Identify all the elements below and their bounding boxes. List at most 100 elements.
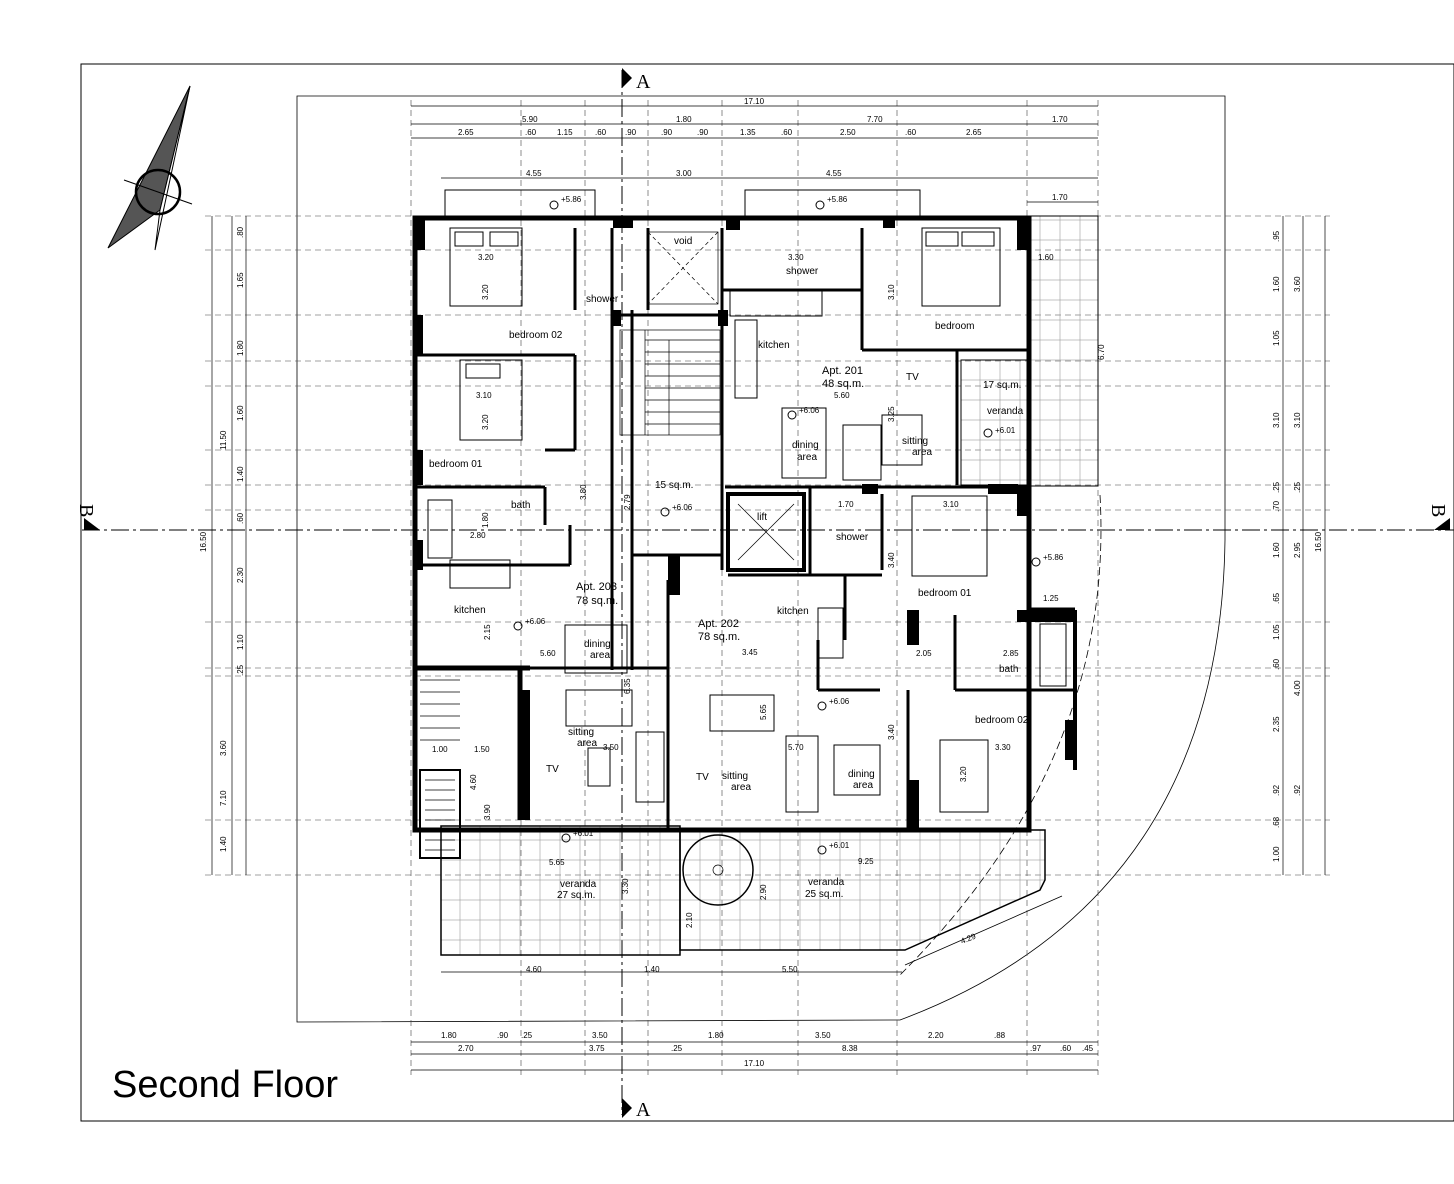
dim-int-22: 3.10 <box>943 500 959 509</box>
right-dimension-lines <box>1282 216 1326 875</box>
dim-right-in-5: .70 <box>1272 500 1281 512</box>
dim-int-3: 3.20 <box>481 414 490 430</box>
dim-right-in-12: .68 <box>1272 816 1281 828</box>
dim-left-in-3: 1.60 <box>236 405 245 421</box>
dim-bot-sub-0: 4.60 <box>526 965 542 974</box>
dim-right-in-2: 1.05 <box>1272 330 1281 346</box>
dim-int-20: 3.25 <box>887 406 896 422</box>
dim-right-in-9: .60 <box>1272 658 1281 670</box>
sheet-border <box>80 63 1454 1122</box>
dim-int-6: 3.80 <box>579 484 588 500</box>
label-dining-201: dining <box>792 440 819 451</box>
dim-int-26: 2.05 <box>916 649 932 658</box>
dim-int-0: 3.20 <box>478 253 494 262</box>
label-veranda-17: 17 sq.m. <box>983 380 1021 391</box>
dim-right-in-10: 2.35 <box>1272 716 1281 732</box>
dim-int-40: 1.70 <box>838 500 854 509</box>
dim-top-r2-11: 2.65 <box>966 128 982 137</box>
section-label-b-left: B <box>75 504 97 517</box>
level-606-c: +6.06 <box>525 617 546 626</box>
label-bedroom01-203: bedroom 01 <box>429 459 483 470</box>
dim-left-in-8: .25 <box>236 664 245 676</box>
furniture-living <box>449 289 923 813</box>
dim-int-41: 1.25 <box>1043 594 1059 603</box>
label-bath-202: bath <box>999 664 1018 675</box>
dim-int-30: 3.40 <box>887 724 896 740</box>
dim-right-outer: 16.50 <box>1314 531 1323 552</box>
level-586-a: +5.86 <box>561 195 582 204</box>
apt-202-name: Apt. 202 <box>698 618 739 630</box>
dim-top-r2-4: .90 <box>625 128 637 137</box>
label-bedroom-201: bedroom <box>935 321 974 332</box>
level-markers: +5.86 +5.86 +6.06 +6.01 +6.06 +5.86 +6.0… <box>513 195 1064 855</box>
section-label-a-top: A <box>636 71 651 93</box>
level-586-b: +5.86 <box>827 195 848 204</box>
dim-top-r3-0: 4.55 <box>526 169 542 178</box>
dim-left-outer-1: 16.50 <box>199 531 208 552</box>
dim-bot-r2-3: 8.38 <box>842 1044 858 1053</box>
section-marker-b-left <box>84 518 100 530</box>
dim-top-r2-9: 2.50 <box>840 128 856 137</box>
apt-201-name: Apt. 201 <box>822 365 863 377</box>
dim-right-in-4: .25 <box>1272 481 1281 493</box>
label-bedroom02-202: bedroom 02 <box>975 715 1029 726</box>
level-606-a: +6.06 <box>799 406 820 415</box>
dim-right-mid-1: 6.70 <box>1097 344 1106 360</box>
level-601-c: +6.01 <box>829 841 850 850</box>
label-kitchen-201: kitchen <box>758 340 790 351</box>
dim-int-18: 3.10 <box>887 284 896 300</box>
dim-top-r2-0: 2.65 <box>458 128 474 137</box>
dim-right-in-3: 3.10 <box>1272 412 1281 428</box>
dim-int-38: 1.50 <box>474 745 490 754</box>
label-void: void <box>674 236 692 247</box>
dim-top-total: 17.10 <box>744 97 765 106</box>
veranda-edge <box>899 494 1102 976</box>
level-586-c: +5.86 <box>1043 553 1064 562</box>
dim-right-mid-2: 3.10 <box>1293 412 1302 428</box>
drawing-title: Second Floor <box>112 1064 339 1106</box>
dim-int-28: 3.30 <box>995 743 1011 752</box>
label-tv-203: TV <box>546 764 559 775</box>
label-veranda-201: veranda <box>987 406 1024 417</box>
dim-top-r1-1: 1.80 <box>676 115 692 124</box>
dim-left-in-0: .80 <box>236 226 245 238</box>
dim-int-24: 5.65 <box>759 704 768 720</box>
dim-left-outer-2: 7.10 <box>219 790 228 806</box>
dim-top-r1-0: 5.90 <box>522 115 538 124</box>
dim-int-19: 5.60 <box>834 391 850 400</box>
dim-top-r3-1: 3.00 <box>676 169 692 178</box>
dim-int-37: 1.00 <box>432 745 448 754</box>
section-label-b-right: B <box>1427 504 1449 517</box>
dim-top-r2-6: .90 <box>697 128 709 137</box>
dim-int-1: 3.20 <box>481 284 490 300</box>
dim-right-in-1: 1.60 <box>1272 276 1281 292</box>
dim-int-4: 2.80 <box>470 531 486 540</box>
apt-201-area: 48 sq.m. <box>822 378 864 390</box>
dim-int-25: 5.70 <box>788 743 804 752</box>
dim-int-33: 4.29 <box>959 931 977 945</box>
dim-bot-r2-4: .97 <box>1030 1044 1042 1053</box>
dim-int-21: 3.40 <box>887 552 896 568</box>
dim-int-11: 3.50 <box>603 743 619 752</box>
exterior-walls <box>412 215 1077 833</box>
dim-bot-r1-7: .88 <box>994 1031 1006 1040</box>
dim-right-in-13: 1.00 <box>1272 846 1281 862</box>
section-marker-b-right <box>1434 518 1450 530</box>
dim-right-mid-4: 2.95 <box>1293 542 1302 558</box>
dim-top-r2-2: 1.15 <box>557 128 573 137</box>
dim-right-mid-3: .25 <box>1293 481 1302 493</box>
furniture-beds <box>427 227 1067 813</box>
dim-int-23: 3.45 <box>742 648 758 657</box>
dim-int-15: 3.30 <box>621 878 630 894</box>
label-bath-203: bath <box>511 500 530 511</box>
dim-right-mid-0: 3.60 <box>1293 276 1302 292</box>
dim-int-27: 2.85 <box>1003 649 1019 658</box>
apt-203-area: 78 sq.m. <box>576 595 618 607</box>
dim-int-14: 5.65 <box>549 858 565 867</box>
dim-int-8: 5.60 <box>540 649 556 658</box>
dim-bot-r1-3: 3.50 <box>592 1031 608 1040</box>
label-shower-201: shower <box>786 266 819 277</box>
section-marker-a-top <box>622 68 632 88</box>
dim-bot-r1-5: 3.50 <box>815 1031 831 1040</box>
